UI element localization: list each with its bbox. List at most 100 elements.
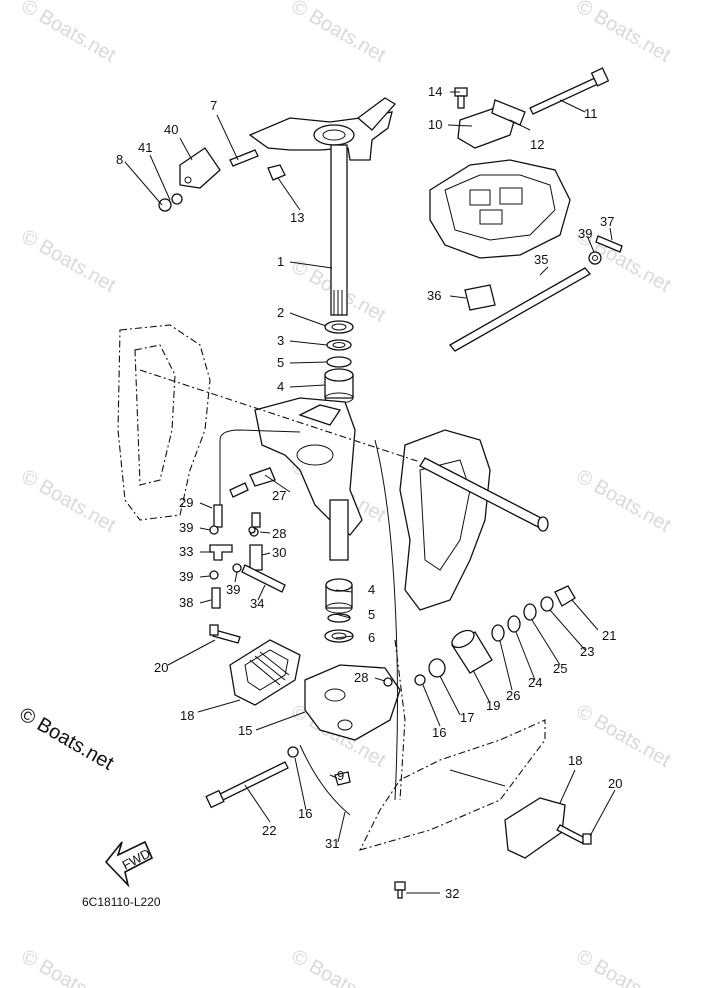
callout-13: 13 bbox=[290, 210, 304, 225]
callout-7: 7 bbox=[210, 98, 217, 113]
callout-9: 9 bbox=[337, 768, 344, 783]
ring-17 bbox=[428, 658, 446, 678]
fwd-label: FWD bbox=[120, 846, 153, 873]
diagram-code: 6C18110-L220 bbox=[82, 895, 161, 909]
callout-4: 4 bbox=[277, 379, 284, 394]
rubber-mount-19 bbox=[451, 629, 493, 674]
lower-bushings bbox=[324, 578, 354, 643]
lower-mount-housing bbox=[304, 664, 401, 741]
watermark-text: © Boats.net bbox=[573, 700, 675, 772]
brand-watermark: © Boats.net bbox=[16, 703, 118, 775]
bolt-20-right bbox=[556, 824, 592, 845]
long-bolt-22 bbox=[205, 761, 289, 809]
callout-6: 6 bbox=[368, 630, 375, 645]
lower-case bbox=[358, 639, 546, 851]
callout-labels: 1 2 3 5 4 7 40 41 8 13 14 10 11 12 35 36… bbox=[116, 84, 622, 901]
callout-28-a: 28 bbox=[272, 526, 286, 541]
callout-8: 8 bbox=[116, 152, 123, 167]
long-bolt-11 bbox=[529, 67, 610, 115]
callout-10: 10 bbox=[428, 117, 442, 132]
callout-5: 5 bbox=[277, 355, 284, 370]
through-tube bbox=[139, 369, 549, 532]
callout-29: 29 bbox=[179, 495, 193, 510]
watermark-text: © Boats.net bbox=[18, 945, 120, 988]
mount-cover-right bbox=[504, 797, 566, 859]
right-clamp-bracket bbox=[399, 429, 491, 611]
clip-36 bbox=[464, 284, 496, 311]
screw-32 bbox=[394, 881, 406, 899]
watermark-text: © Boats.net bbox=[288, 945, 390, 988]
callout-39-b: 39 bbox=[179, 569, 193, 584]
callout-4-lower: 4 bbox=[368, 582, 375, 597]
callout-2: 2 bbox=[277, 305, 284, 320]
callout-20-left: 20 bbox=[154, 660, 168, 675]
hose-parts bbox=[209, 429, 301, 609]
callout-33: 33 bbox=[179, 544, 193, 559]
upper-bushings bbox=[324, 320, 354, 404]
watermark-text: © Boats.net bbox=[18, 465, 120, 537]
watermark-text: © Boats.net bbox=[288, 0, 390, 67]
callout-1: 1 bbox=[277, 254, 284, 269]
swivel-bracket bbox=[254, 397, 363, 561]
bolt-14 bbox=[454, 87, 468, 109]
callout-5-lower: 5 bbox=[368, 607, 375, 622]
clip-9 bbox=[334, 771, 351, 786]
callout-16-right: 16 bbox=[432, 725, 446, 740]
washer-39-top bbox=[588, 251, 602, 265]
callout-41: 41 bbox=[138, 140, 152, 155]
callout-37: 37 bbox=[600, 214, 614, 229]
washer-41 bbox=[171, 193, 183, 205]
callout-35: 35 bbox=[534, 252, 548, 267]
fwd-arrow bbox=[104, 840, 154, 888]
steering-rod bbox=[449, 235, 623, 352]
bolt-20-left bbox=[209, 624, 241, 644]
spring-7 bbox=[229, 149, 259, 167]
callout-3: 3 bbox=[277, 333, 284, 348]
callout-27: 27 bbox=[272, 488, 286, 503]
callout-19: 19 bbox=[486, 698, 500, 713]
nut-13 bbox=[267, 164, 286, 181]
callout-22: 22 bbox=[262, 823, 276, 838]
callout-18-right: 18 bbox=[568, 753, 582, 768]
callout-26: 26 bbox=[506, 688, 520, 703]
steering-shaft bbox=[330, 144, 348, 316]
callout-28-b: 28 bbox=[354, 670, 368, 685]
watermark-text: © Boats.net bbox=[573, 945, 675, 988]
left-clamp-bracket bbox=[117, 324, 211, 521]
damper-bracket bbox=[457, 99, 526, 149]
grease-nipple-28 bbox=[248, 526, 393, 687]
bracket-40 bbox=[179, 147, 221, 189]
mount-cover-left bbox=[229, 639, 301, 706]
leader-lines bbox=[124, 91, 616, 894]
steering-arm bbox=[248, 97, 397, 161]
watermark-text: © Boats.net bbox=[18, 225, 120, 297]
watermark-text: © Boats.net bbox=[573, 0, 675, 67]
washer-16 bbox=[287, 674, 426, 758]
callout-16-left: 16 bbox=[298, 806, 312, 821]
watermark-text: © Boats.net bbox=[573, 465, 675, 537]
callout-40: 40 bbox=[164, 122, 178, 137]
nut-8 bbox=[158, 198, 172, 212]
callout-12: 12 bbox=[530, 137, 544, 152]
callout-31: 31 bbox=[325, 836, 339, 851]
callout-11: 11 bbox=[584, 106, 598, 121]
callout-39-c: 39 bbox=[226, 582, 240, 597]
callout-24: 24 bbox=[528, 675, 542, 690]
callout-32: 32 bbox=[445, 886, 459, 901]
callout-39-a: 39 bbox=[179, 520, 193, 535]
callout-38: 38 bbox=[179, 595, 193, 610]
callout-21: 21 bbox=[602, 628, 616, 643]
watermark-text: © Boats.net bbox=[18, 0, 120, 67]
callout-25: 25 bbox=[553, 661, 567, 676]
callout-23: 23 bbox=[580, 644, 594, 659]
callout-17: 17 bbox=[460, 710, 474, 725]
washers-right bbox=[491, 585, 576, 642]
callout-39-top: 39 bbox=[578, 226, 592, 241]
callout-34: 34 bbox=[250, 596, 264, 611]
callout-30: 30 bbox=[272, 545, 286, 560]
callout-14: 14 bbox=[428, 84, 442, 99]
upper-mount-plate bbox=[429, 159, 571, 259]
callout-36: 36 bbox=[427, 288, 441, 303]
